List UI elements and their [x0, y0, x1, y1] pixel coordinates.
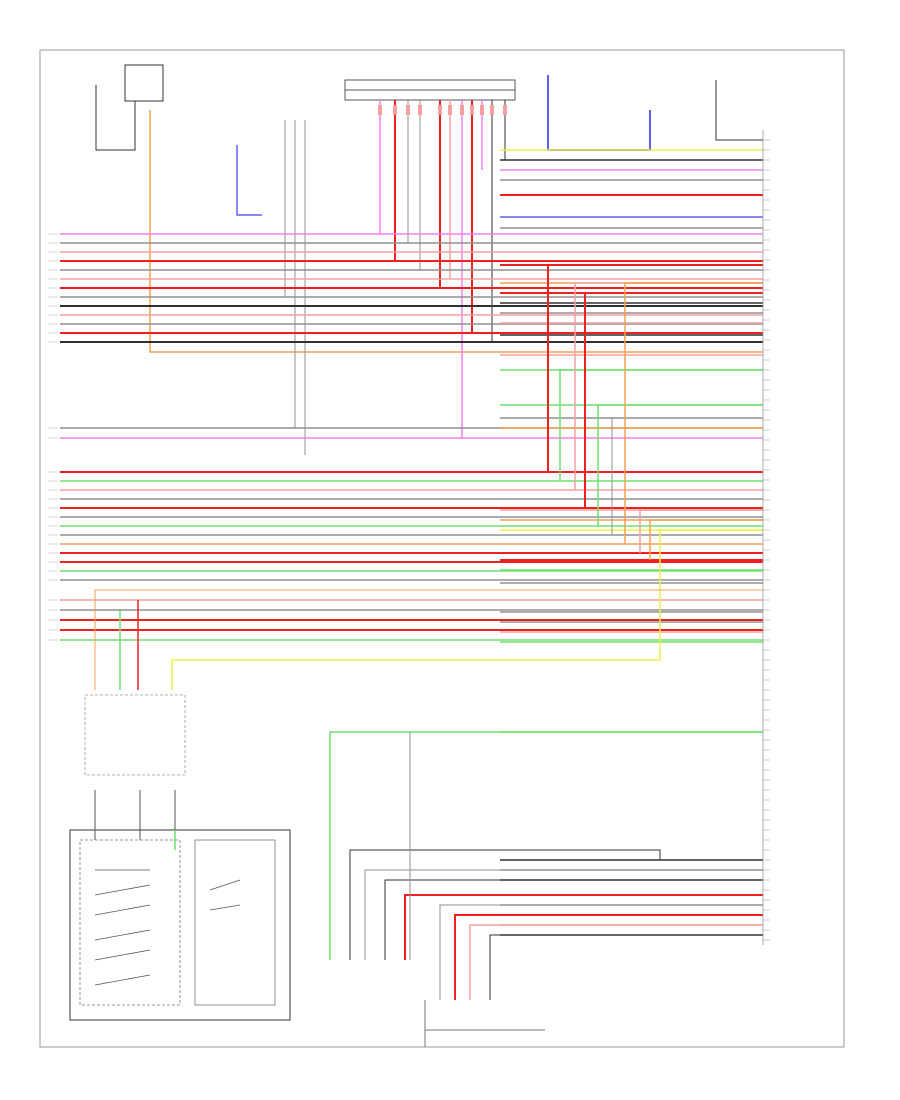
- switch-module-box: [69, 829, 291, 1021]
- orange-wire-vertical: [149, 110, 763, 353]
- connector-pin: [418, 105, 422, 115]
- switch-module-inner-right: [194, 839, 276, 1006]
- junction-connector: [84, 694, 186, 776]
- bottom-wire: [364, 869, 763, 960]
- connector-pin: [490, 105, 494, 115]
- route-wire: [171, 659, 660, 690]
- bottom-wire: [384, 879, 763, 960]
- ecu-connector-pins: [763, 139, 770, 941]
- route-wire: [611, 417, 763, 535]
- switch-module: [69, 694, 291, 1021]
- connector-drops: [284, 100, 506, 455]
- switch-contact: [94, 904, 151, 916]
- right-harness-wires: [500, 149, 763, 936]
- bottom-wire: [469, 924, 763, 1000]
- route-wire: [574, 282, 763, 490]
- connector-left-top-bar: [344, 89, 516, 100]
- route-wire: [659, 529, 763, 660]
- left-harness-wires: [60, 233, 763, 641]
- route-wire: [649, 519, 763, 560]
- route-wire: [624, 282, 763, 544]
- green-wire-bottom: [329, 731, 763, 960]
- route-wire: [94, 589, 763, 690]
- switch-contact: [209, 879, 241, 891]
- blue-wire-top: [547, 75, 651, 151]
- bottom-wire: [349, 849, 763, 960]
- connector-pin: [438, 105, 442, 115]
- switch-contact: [94, 884, 151, 896]
- switch-contact: [94, 929, 151, 941]
- blue-wire-upper-left: [236, 145, 262, 216]
- connector-pin: [480, 105, 484, 115]
- switch-module-inner: [79, 839, 181, 1006]
- switch-contact: [94, 949, 151, 961]
- route-wire: [639, 509, 763, 553]
- connector-pin: [378, 105, 382, 115]
- ground-wire-top-left: [95, 85, 136, 151]
- bottom-harness: [329, 731, 763, 1047]
- connector-pin: [470, 105, 474, 115]
- connector-pin: [448, 105, 452, 115]
- black-wire-top-right: [715, 80, 763, 141]
- top-components: [95, 64, 763, 353]
- route-wire: [559, 369, 763, 481]
- route-wire: [547, 264, 763, 472]
- bottom-wire: [489, 934, 763, 1000]
- switch-contact: [94, 974, 151, 986]
- switch-contact: [209, 904, 241, 911]
- connector-pin: [406, 105, 410, 115]
- connector-pins: [378, 105, 507, 115]
- left-terminal-stubs: [48, 233, 58, 641]
- module-box-top-left: [124, 64, 164, 102]
- route-wire: [584, 292, 763, 508]
- connector-pin: [503, 105, 507, 115]
- connector-pin: [393, 105, 397, 115]
- right-vertical-routes: [94, 264, 763, 690]
- bottom-wire: [404, 894, 763, 960]
- connector-pin: [460, 105, 464, 115]
- route-wire: [597, 404, 763, 526]
- bottom-wire: [454, 914, 763, 1000]
- bottom-wire: [439, 904, 763, 1000]
- diagram-frame: [39, 49, 845, 1048]
